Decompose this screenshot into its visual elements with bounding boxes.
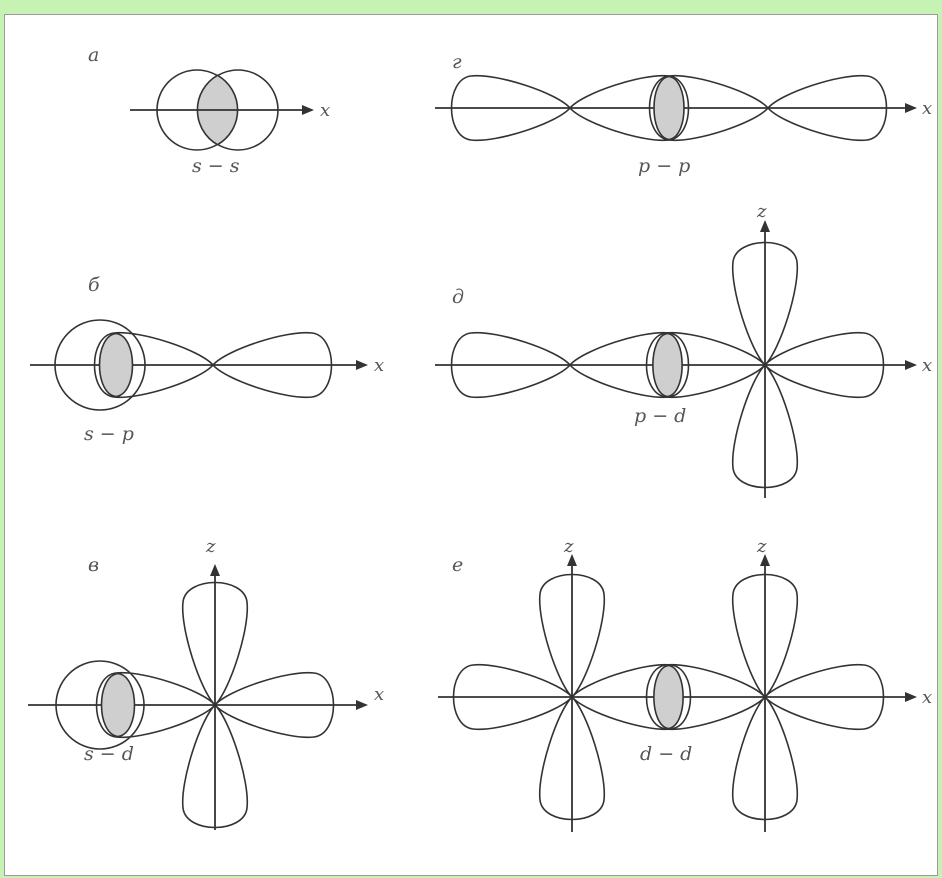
panel-p-p: г x p − p [435, 51, 932, 177]
z-axis-left-label: z [563, 536, 574, 557]
x-axis-label: x [374, 684, 384, 705]
panel-letter: в [88, 554, 99, 576]
z-axis-right-label: z [756, 536, 767, 557]
x-axis-label: x [320, 100, 330, 121]
panel-letter: г [452, 51, 462, 73]
panel-s-p: б x s − p [30, 274, 384, 445]
overlap-label: d − d [640, 743, 692, 765]
overlap-label: s − p [84, 423, 134, 445]
overlap-region [654, 666, 683, 729]
z-axis-label: z [205, 536, 216, 557]
x-axis-label: x [374, 355, 384, 376]
overlap-label: s − d [84, 743, 134, 765]
panel-s-d: в z x s − d [28, 536, 384, 830]
overlap-label: p − d [634, 405, 686, 427]
panel-letter: д [452, 286, 464, 308]
panel-s-s: а x s − s [88, 44, 330, 177]
overlap-label: s − s [192, 155, 240, 177]
overlap-region [653, 334, 682, 397]
panel-letter: б [88, 274, 100, 296]
x-axis-label: x [922, 687, 932, 708]
overlap-region [654, 77, 684, 140]
overlap-label: p − p [638, 155, 690, 177]
overlap-region [100, 334, 133, 397]
z-axis-label: z [756, 201, 767, 222]
x-axis-label: x [922, 355, 932, 376]
panel-p-d: д z x p − d [435, 201, 932, 498]
panel-letter: а [88, 44, 99, 66]
panel-letter: е [452, 554, 463, 576]
overlap-region [102, 674, 135, 737]
panel-d-d: е z z x d − d [438, 536, 932, 832]
x-axis-label: x [922, 98, 932, 119]
